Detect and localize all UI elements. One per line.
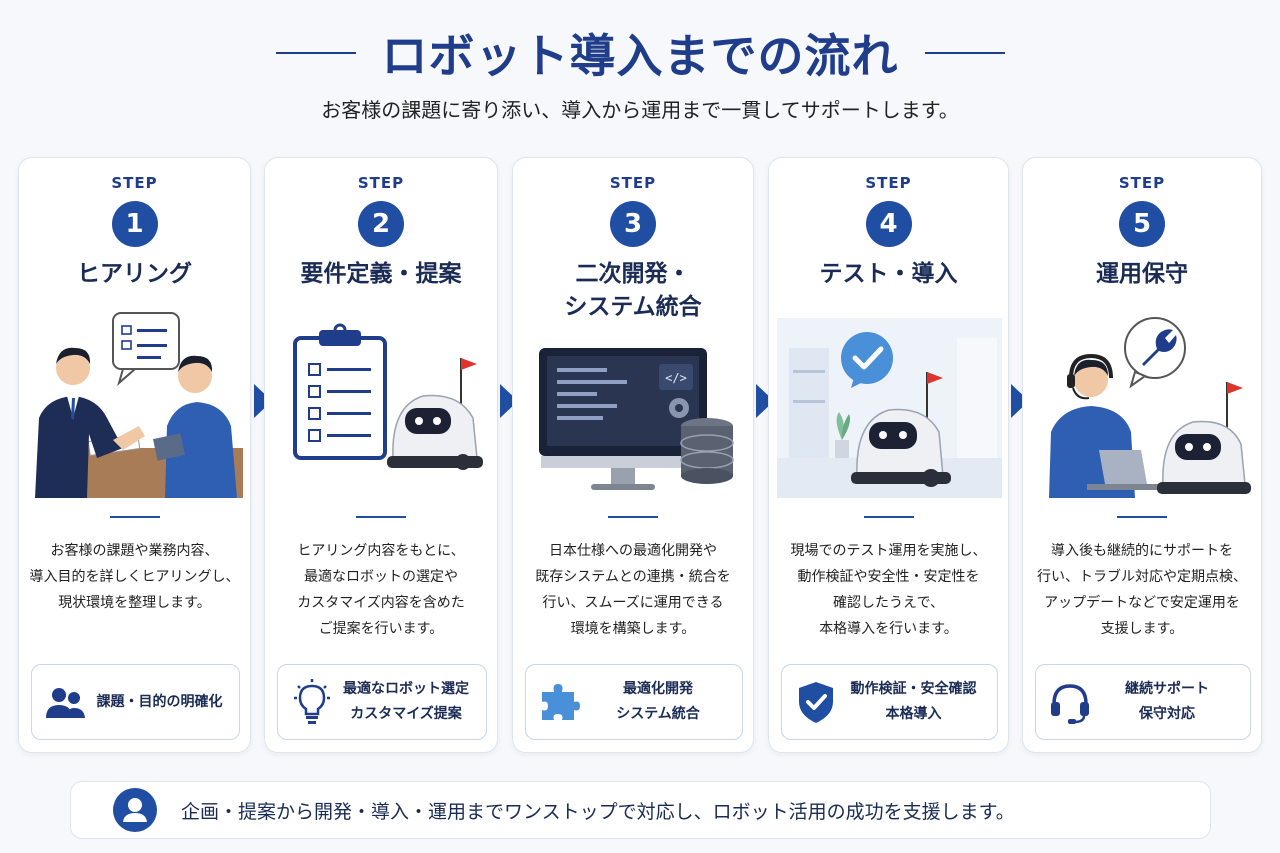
description-line: 最適なロボットの選定や <box>304 569 458 585</box>
footer-text: 企画・提案から開発・導入・運用までワンストップで対応し、ロボット活用の成功を支援… <box>181 800 1015 823</box>
description-line: 本格導入を行います。 <box>819 621 958 637</box>
step-title: 要件定義・提案 <box>300 261 462 287</box>
page-subtitle: お客様の課題に寄り添い、導入から運用まで一貫してサポートします。 <box>321 98 959 122</box>
divider <box>109 516 160 518</box>
step-label: STEP <box>609 174 657 192</box>
description-line: 確認したうえで、 <box>832 595 945 611</box>
robot-room-illustration <box>777 318 1002 498</box>
step-number: 1 <box>111 201 158 247</box>
step-tag: 継続サポート 保守対応 <box>1035 664 1251 740</box>
step-number: 3 <box>610 201 656 247</box>
clipboard-robot-illustration <box>293 323 483 470</box>
description-line: 行い、スムーズに運用できる <box>542 595 724 611</box>
step-label: STEP <box>865 174 912 192</box>
step-tag: 課題・目的の明確化 <box>31 664 240 740</box>
step-description: 現場でのテスト運用を実施し、 動作検証や安全性・安定性を 確認したうえで、 本格… <box>769 538 1008 642</box>
tag-line: カスタマイズ提案 <box>350 706 462 722</box>
step-title: ヒアリング <box>77 261 192 287</box>
person-icon <box>113 788 157 832</box>
tag-text: 最適なロボット選定 カスタマイズ提案 <box>336 677 476 727</box>
step-description: お客様の課題や業務内容、 導入目的を詳しくヒアリングし、 現状環境を整理します。 <box>19 538 250 616</box>
tag-line: 動作検証・安全確認 <box>850 681 977 697</box>
monitor-database-illustration: </> <box>539 348 734 490</box>
tag-line: 本格導入 <box>885 706 942 722</box>
tag-line: 継続サポート <box>1125 681 1209 697</box>
divider <box>608 516 658 518</box>
description-line: 行い、トラブル対応や定期点検、 <box>1037 569 1247 585</box>
shield-check-icon <box>799 682 833 723</box>
step-title: 運用保守 <box>1096 261 1188 287</box>
tag-line: 最適なロボット選定 <box>343 681 469 697</box>
step-label: STEP <box>111 174 158 192</box>
tag-text: 継続サポート 保守対応 <box>1094 677 1240 727</box>
tag-line: 最適化開発 <box>623 681 693 697</box>
step-description: 日本仕様への最適化開発や 既存システムとの連携・統合を 行い、スムーズに運用でき… <box>513 538 753 642</box>
description-line: アップデートなどで安定運用を <box>1044 595 1240 611</box>
step-tag: 最適なロボット選定 カスタマイズ提案 <box>277 664 487 740</box>
description-line: 動作検証や安全性・安定性を <box>797 569 980 585</box>
step-tag: 動作検証・安全確認 本格導入 <box>781 664 998 740</box>
description-line: 日本仕様への最適化開発や <box>549 543 717 559</box>
step-description: 導入後も継続的にサポートを 行い、トラブル対応や定期点検、 アップデートなどで安… <box>1023 538 1261 642</box>
description-line: 既存システムとの連携・統合を <box>535 569 731 585</box>
step-card-3: STEP 3 二次開発・ システム統合 </> 日本仕様への最適化開発や 既存シ… <box>512 157 754 753</box>
tag-text: 動作検証・安全確認 本格導入 <box>840 677 987 727</box>
step-card-4: STEP 4 テスト・導入 現場でのテスト運用を実施し、 動作検証や安全性・安定… <box>768 157 1009 753</box>
tag-text: 課題・目的の明確化 <box>90 690 229 715</box>
support-illustration <box>1049 317 1251 498</box>
divider <box>356 516 406 518</box>
tag-line: 保守対応 <box>1139 706 1195 722</box>
tag-line: システム統合 <box>616 706 700 722</box>
puzzle-icon <box>542 684 580 720</box>
description-line: カスタマイズ内容を含めた <box>297 595 465 611</box>
step-number: 5 <box>1119 201 1165 247</box>
title-line-left <box>275 52 356 54</box>
people-icon <box>46 688 85 718</box>
consultation-illustration <box>27 308 243 498</box>
description-line: ご提案を行います。 <box>318 621 444 637</box>
tag-line: 課題・目的の明確化 <box>96 693 223 710</box>
svg-text:</>: </> <box>665 371 687 385</box>
divider <box>863 516 914 518</box>
step-number: 4 <box>865 201 912 247</box>
description-line: ヒアリング内容をもとに、 <box>297 543 465 559</box>
step-card-1: STEP 1 ヒアリング お客様の課題や業務内容、 導入目的を詳しくヒアリングし… <box>18 157 251 753</box>
lightbulb-icon <box>294 679 330 724</box>
description-line: 現状環境を整理します。 <box>58 595 211 611</box>
title-line-right <box>924 52 1005 54</box>
step-card-2: STEP 2 要件定義・提案 ヒアリング内容をもとに、 最適なロボットの選定や … <box>264 157 498 753</box>
step-number: 2 <box>358 201 404 247</box>
step-description: ヒアリング内容をもとに、 最適なロボットの選定や カスタマイズ内容を含めた ご提… <box>265 538 497 642</box>
divider <box>1117 516 1167 518</box>
description-line: 支援します。 <box>1100 621 1184 637</box>
description-line: 現場でのテスト運用を実施し、 <box>790 543 987 559</box>
description-line: 導入目的を詳しくヒアリングし、 <box>29 569 240 585</box>
title-row: ロボット導入までの流れ <box>0 18 1280 88</box>
tag-text: 最適化開発 システム統合 <box>584 677 732 727</box>
footer-banner: 企画・提案から開発・導入・運用までワンストップで対応し、ロボット活用の成功を支援… <box>70 781 1211 839</box>
step-label: STEP <box>357 174 405 192</box>
description-line: 導入後も継続的にサポートを <box>1051 543 1233 559</box>
step-label: STEP <box>1118 174 1166 192</box>
step-tag: 最適化開発 システム統合 <box>525 664 743 740</box>
description-line: 環境を構築します。 <box>570 621 696 637</box>
step-card-5: STEP 5 運用保守 導入後も継続的にサポートを 行い、トラブル対応や定期点検… <box>1022 157 1262 753</box>
headset-icon <box>1051 684 1089 724</box>
page-title: ロボット導入までの流れ <box>381 29 899 83</box>
description-line: お客様の課題や業務内容、 <box>50 543 219 559</box>
step-title: テスト・導入 <box>819 261 958 287</box>
step-title: 二次開発・ システム統合 <box>564 261 702 320</box>
